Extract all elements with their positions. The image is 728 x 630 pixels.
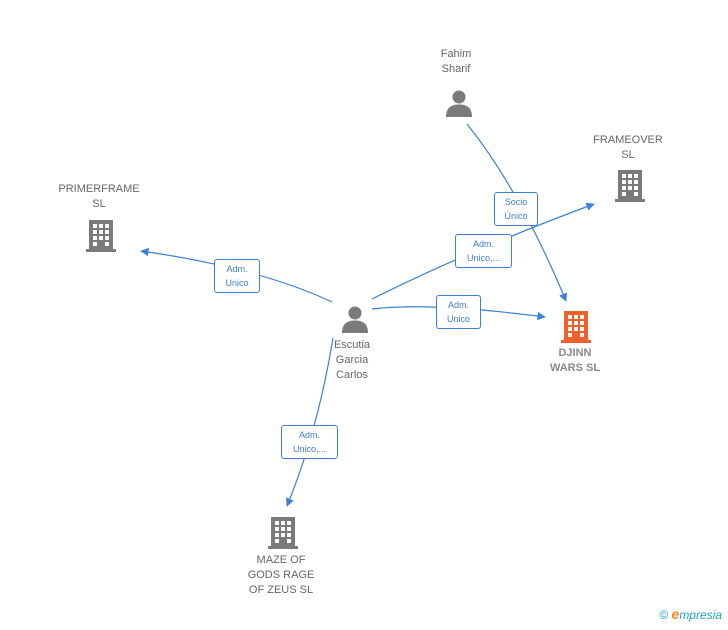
edge-label-escutia-maze[interactable]: Adm. Unico,... [281, 425, 338, 459]
brand-name: mpresia [679, 608, 722, 622]
building-icon[interactable] [85, 218, 117, 252]
building-icon[interactable] [267, 515, 299, 549]
edge-label-escutia-frameover[interactable]: Adm. Unico,... [455, 234, 512, 268]
brand-e: e [671, 606, 680, 622]
edge-label-escutia-primerframe[interactable]: Adm. Unico [214, 259, 260, 293]
edge-label-fahim-djinn[interactable]: Socio Único [494, 192, 538, 226]
node-label-djinn-wars[interactable]: DJINN WARS SL [549, 347, 601, 374]
building-icon[interactable] [560, 309, 592, 343]
node-label-maze-of-gods[interactable]: MAZE OF GODS RAGE OF ZEUS SL [247, 554, 315, 596]
node-label-primerframe[interactable]: PRIMERFRAME SL [58, 183, 140, 210]
building-icon[interactable] [614, 168, 646, 202]
node-label-fahim-sharif[interactable]: Fahim Sharif [440, 48, 472, 75]
empresia-logo: © empresia [659, 606, 722, 622]
person-icon[interactable] [340, 304, 370, 334]
node-label-escutia-garcia-carlos[interactable]: Escutia Garcia Carlos [333, 339, 371, 381]
edge-label-escutia-djinn[interactable]: Adm. Unico [436, 295, 481, 329]
node-label-frameover[interactable]: FRAMEOVER SL [593, 134, 663, 161]
copyright-icon: © [659, 608, 669, 622]
person-icon[interactable] [444, 88, 474, 118]
